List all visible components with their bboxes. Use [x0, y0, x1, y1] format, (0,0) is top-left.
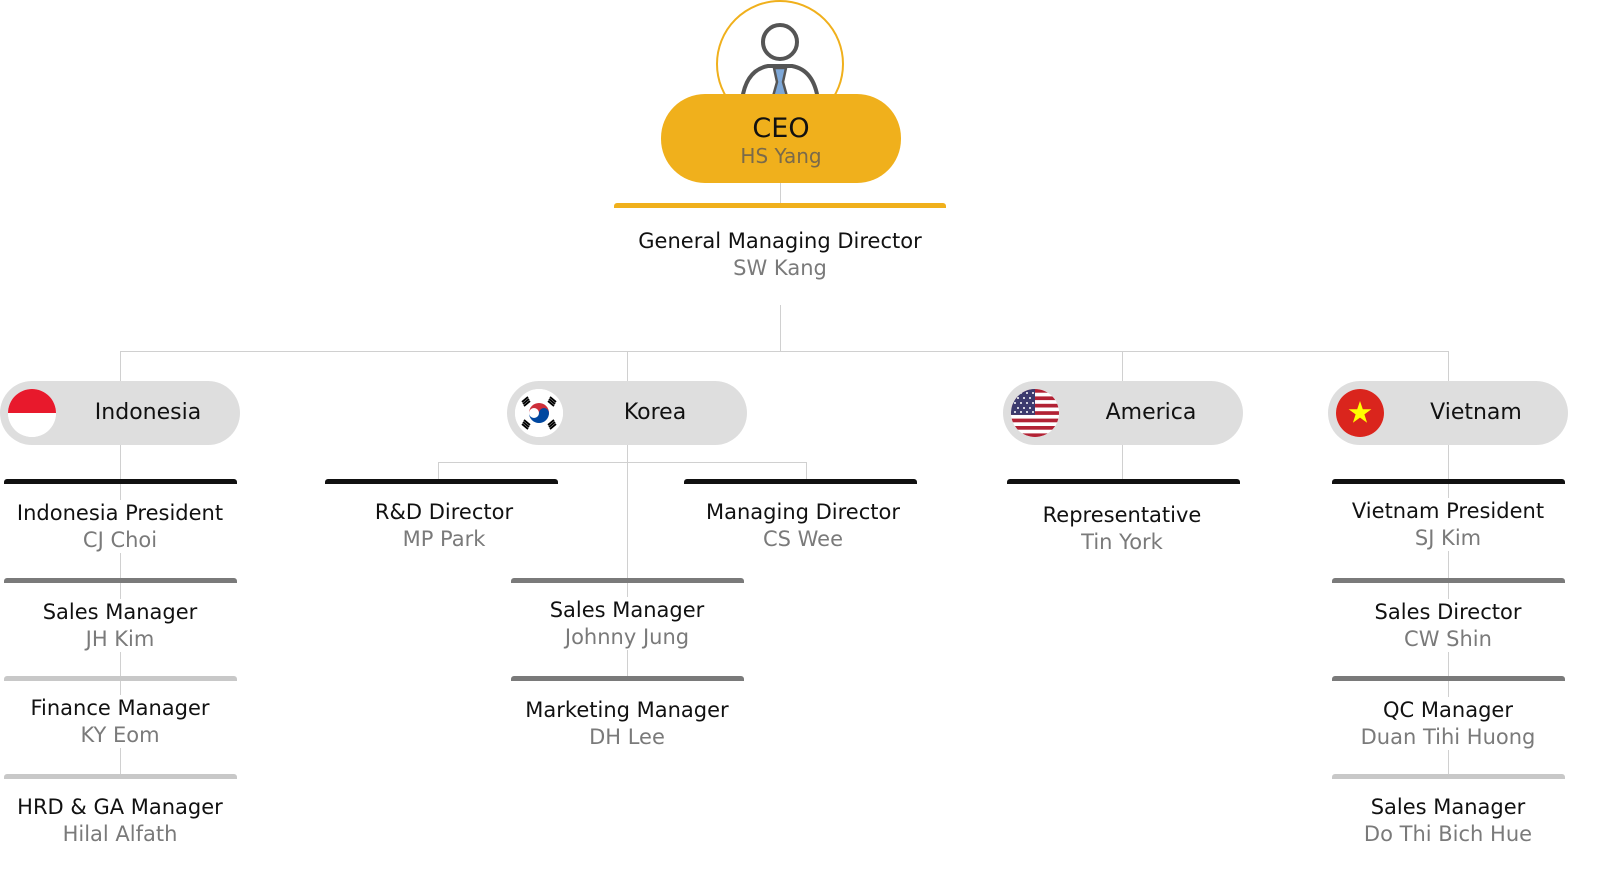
indonesia-sales-manager-node: Sales Manager JH Kim: [0, 599, 240, 652]
role-name: MP Park: [402, 527, 486, 551]
vietnam-sales-director-bar: [1332, 578, 1565, 583]
role-name: Tin York: [1081, 530, 1163, 554]
vietnam-flag-icon: [1336, 389, 1384, 437]
role-title: Vietnam President: [1351, 499, 1545, 523]
connector-ceo-gmd: [780, 182, 781, 204]
role-name: CW Shin: [1404, 627, 1492, 651]
korea-flag-icon: [515, 389, 563, 437]
role-title: Representative: [1042, 503, 1202, 527]
vietnam-sales-director-node: Sales Director CW Shin: [1328, 599, 1568, 652]
country-pill-korea[interactable]: Korea: [507, 381, 747, 445]
connector-horizontal-main: [120, 351, 1448, 352]
gmd-top-bar: [614, 203, 946, 208]
connector-drop-vietnam: [1448, 351, 1449, 381]
america-representative-bar: [1007, 479, 1240, 484]
connector-drop-korea: [627, 351, 628, 381]
country-label-indonesia: Indonesia: [94, 400, 202, 425]
role-title: Sales Manager: [42, 600, 198, 624]
indonesia-flag-icon: [8, 389, 56, 437]
role-title: Sales Director: [1374, 600, 1522, 624]
role-name: DH Lee: [589, 725, 665, 749]
connector-drop-america: [1122, 351, 1123, 381]
ceo-title: CEO: [752, 113, 810, 144]
vietnam-president-bar: [1332, 479, 1565, 484]
role-name: Duan Tihi Huong: [1360, 725, 1536, 749]
role-title: Indonesia President: [16, 501, 224, 525]
america-representative-node: Representative Tin York: [1002, 502, 1242, 555]
indonesia-hrd-manager-node: HRD & GA Manager Hilal Alfath: [0, 794, 240, 847]
indonesia-president-bar: [4, 479, 237, 484]
gmd-node: General Managing Director SW Kang: [580, 228, 980, 281]
indonesia-hrd-manager-bar: [4, 774, 237, 779]
america-flag-icon: [1011, 389, 1059, 437]
connector-gmd-down: [780, 305, 781, 352]
country-pill-indonesia[interactable]: Indonesia: [0, 381, 240, 445]
connector-korea-chain: [627, 445, 628, 678]
connector-korea-left-drop: [438, 462, 439, 480]
role-title: Finance Manager: [30, 696, 210, 720]
role-name: KY Eom: [80, 723, 160, 747]
korea-marketing-manager-bar: [511, 676, 744, 681]
indonesia-finance-manager-node: Finance Manager KY Eom: [0, 695, 240, 748]
vietnam-qc-manager-bar: [1332, 676, 1565, 681]
country-label-vietnam: Vietnam: [1430, 400, 1522, 425]
korea-managing-director-node: Managing Director CS Wee: [683, 499, 923, 552]
role-name: CJ Choi: [82, 528, 158, 552]
role-title: Sales Manager: [1370, 795, 1526, 819]
connector-drop-indonesia: [120, 351, 121, 381]
vietnam-sales-manager-bar: [1332, 774, 1565, 779]
indonesia-finance-manager-bar: [4, 676, 237, 681]
role-title: QC Manager: [1383, 698, 1513, 722]
korea-sales-manager-bar: [511, 578, 744, 583]
role-name: JH Kim: [85, 627, 155, 651]
role-name: SJ Kim: [1414, 526, 1482, 550]
role-name: Johnny Jung: [564, 625, 690, 649]
connector-america-chain: [1122, 445, 1123, 480]
role-title: Managing Director: [705, 500, 900, 524]
indonesia-sales-manager-bar: [4, 578, 237, 583]
korea-rnd-director-node: R&D Director MP Park: [324, 499, 564, 552]
country-label-korea: Korea: [623, 400, 687, 425]
ceo-name: HS Yang: [740, 144, 822, 168]
country-pill-vietnam[interactable]: Vietnam: [1328, 381, 1568, 445]
role-name: Do Thi Bich Hue: [1363, 822, 1533, 846]
role-title: Sales Manager: [549, 598, 705, 622]
korea-marketing-manager-node: Marketing Manager DH Lee: [507, 697, 747, 750]
korea-sales-manager-node: Sales Manager Johnny Jung: [507, 597, 747, 650]
role-name: CS Wee: [762, 527, 844, 551]
korea-managing-director-bar: [684, 479, 917, 484]
indonesia-president-node: Indonesia President CJ Choi: [0, 500, 240, 553]
role-title: Marketing Manager: [525, 698, 729, 722]
country-pill-america[interactable]: America: [1003, 381, 1243, 445]
country-label-america: America: [1105, 400, 1197, 425]
ceo-card: CEO HS Yang: [661, 94, 901, 183]
role-name: Hilal Alfath: [62, 822, 178, 846]
gmd-title: General Managing Director: [638, 229, 922, 253]
vietnam-qc-manager-node: QC Manager Duan Tihi Huong: [1328, 697, 1568, 750]
role-title: HRD & GA Manager: [17, 795, 223, 819]
vietnam-sales-manager-node: Sales Manager Do Thi Bich Hue: [1328, 794, 1568, 847]
vietnam-president-node: Vietnam President SJ Kim: [1328, 498, 1568, 551]
gmd-name: SW Kang: [733, 256, 827, 280]
role-title: R&D Director: [374, 500, 514, 524]
connector-korea-right-drop: [806, 462, 807, 480]
korea-rnd-director-bar: [325, 479, 558, 484]
connector-korea-split: [438, 462, 807, 463]
